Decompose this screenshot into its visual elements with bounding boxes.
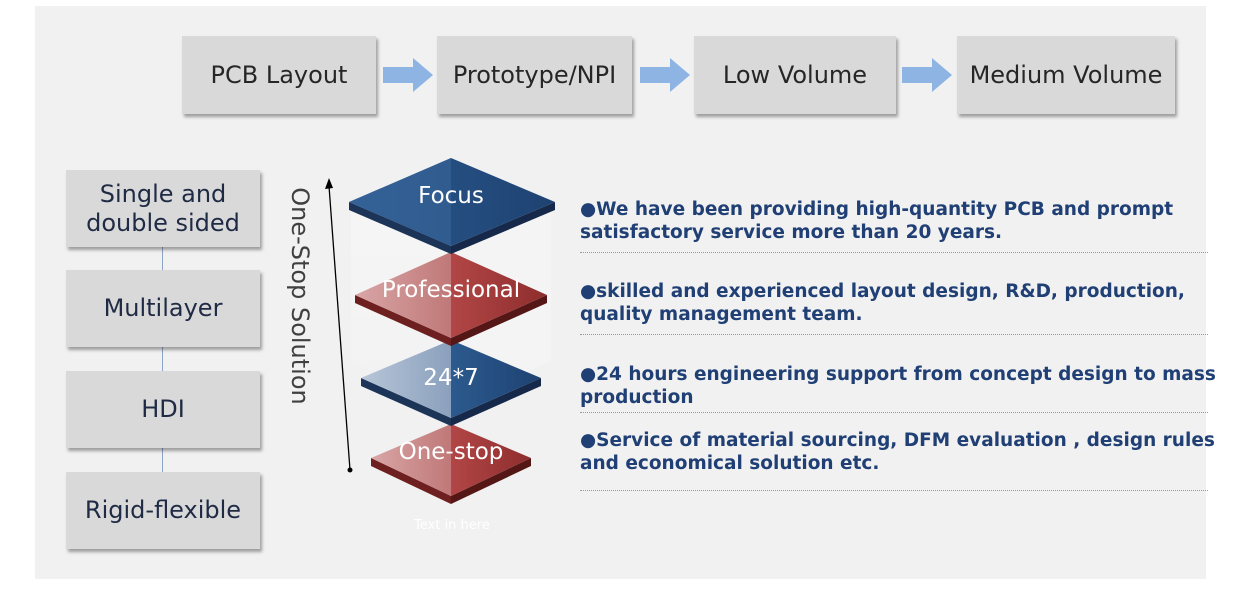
placeholder-text: Text in here	[414, 518, 490, 533]
board-type-single-double: Single and double sided	[66, 170, 260, 247]
layer-stack	[349, 158, 555, 504]
layer-label-professional: Professional	[381, 277, 521, 303]
layer-label-24-7: 24*7	[423, 365, 479, 391]
description-professional: ●skilled and experienced layout design, …	[580, 281, 1185, 325]
board-type-multilayer: Multilayer	[66, 270, 260, 347]
flow-step-pcb-layout: PCB Layout	[182, 36, 376, 114]
layer-24-7	[361, 340, 541, 426]
flow-step-prototype-npi: Prototype/NPI	[437, 36, 632, 114]
flow-arrow-3-icon	[902, 58, 952, 92]
divider	[580, 490, 1208, 491]
flow-arrow-1-icon	[383, 58, 433, 92]
layer-professional	[355, 252, 547, 346]
board-type-connector	[162, 448, 163, 472]
board-type-connector	[162, 347, 163, 371]
board-type-connector	[162, 246, 163, 270]
flow-step-medium-volume: Medium Volume	[957, 36, 1175, 114]
diagram-canvas: PCB Layout Prototype/NPI Low Volume Medi…	[35, 6, 1216, 579]
upward-arrow-icon	[325, 178, 353, 473]
board-type-hdi: HDI	[66, 371, 260, 448]
divider	[580, 334, 1208, 335]
board-type-rigid-flexible: Rigid-flexible	[66, 472, 260, 549]
divider	[580, 252, 1208, 253]
layer-label-one-stop: One-stop	[398, 439, 504, 465]
description-24-7: ●24 hours engineering support from conce…	[580, 364, 1216, 408]
divider	[580, 412, 1208, 413]
flow-arrow-2-icon	[640, 58, 690, 92]
one-stop-solution-label: One-Stop Solution	[286, 187, 314, 405]
layer-label-focus: Focus	[418, 183, 484, 209]
flow-step-low-volume: Low Volume	[694, 36, 896, 114]
description-one-stop: ●Service of material sourcing, DFM evalu…	[580, 430, 1215, 474]
description-focus: ●We have been providing high-quantity PC…	[580, 199, 1174, 243]
layer-one-stop	[371, 424, 531, 504]
layer-focus	[349, 158, 555, 254]
